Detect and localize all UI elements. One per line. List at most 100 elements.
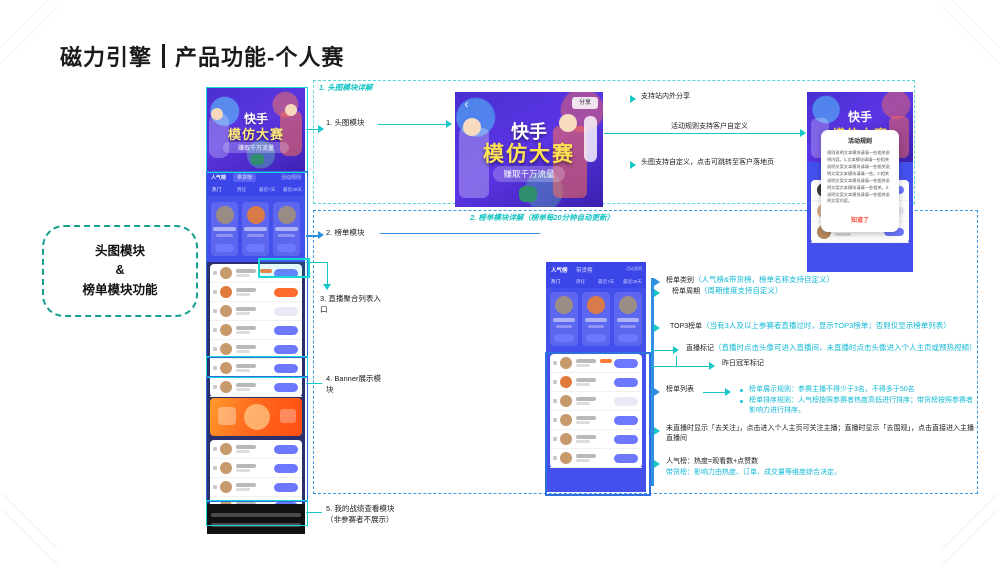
- table-row[interactable]: [210, 440, 302, 459]
- follow-button[interactable]: [554, 334, 574, 342]
- avatar[interactable]: [220, 381, 232, 393]
- phone4-subtab-0[interactable]: 热门: [551, 279, 561, 284]
- avatar[interactable]: [277, 206, 296, 224]
- phone4-top3-card[interactable]: [582, 292, 610, 346]
- avatar[interactable]: [560, 433, 572, 445]
- phone4-tab-rule[interactable]: 活动规则: [626, 265, 642, 271]
- table-row[interactable]: [550, 411, 642, 430]
- phone4-subtab-3[interactable]: 最近30天: [623, 279, 642, 284]
- avatar[interactable]: [220, 324, 232, 336]
- heat-rule-line1: 人气榜：热度=观看数+点赞数: [666, 458, 759, 465]
- follow-button[interactable]: [614, 378, 638, 387]
- follow-button[interactable]: [274, 445, 298, 454]
- phone1-subtabs[interactable]: 热门 周任 最近7天 最近30天: [207, 184, 305, 196]
- follow-button[interactable]: [277, 244, 296, 252]
- avatar[interactable]: [215, 206, 234, 224]
- table-row[interactable]: [550, 354, 642, 373]
- phone1-subtab-0[interactable]: 热门: [212, 187, 222, 192]
- follow-button[interactable]: [586, 334, 606, 342]
- avatar[interactable]: [220, 481, 232, 493]
- avatar[interactable]: [220, 462, 232, 474]
- phone1-banner-ad[interactable]: [210, 398, 302, 436]
- avatar[interactable]: [220, 362, 232, 374]
- phone1-subtab-1[interactable]: 周任: [237, 187, 247, 192]
- phone4-rank-tabs[interactable]: 人气榜 带货榜 活动规则: [546, 262, 646, 276]
- avatar[interactable]: [560, 395, 572, 407]
- phone2-banner-line3: 赚取千万流量: [493, 166, 565, 182]
- table-row[interactable]: [210, 283, 302, 302]
- rank-number: [553, 437, 557, 441]
- avatar[interactable]: [587, 296, 605, 314]
- follow-button[interactable]: [614, 397, 638, 406]
- user-score: [236, 331, 250, 334]
- connector-3-v: [327, 262, 328, 286]
- phone1-top3-card[interactable]: [211, 202, 238, 256]
- avatar[interactable]: [220, 267, 232, 279]
- phone4-tab-popularity[interactable]: 人气榜: [551, 267, 568, 274]
- avatar[interactable]: [555, 296, 573, 314]
- phone4-tab-goods[interactable]: 带货榜: [576, 267, 593, 274]
- avatar[interactable]: [220, 286, 232, 298]
- avatar[interactable]: [220, 343, 232, 355]
- avatar[interactable]: [560, 357, 572, 369]
- follow-button[interactable]: [884, 228, 904, 236]
- phone1-top3-card[interactable]: [273, 202, 300, 256]
- table-row[interactable]: [550, 449, 642, 468]
- table-row[interactable]: [210, 478, 302, 497]
- table-row[interactable]: [550, 430, 642, 449]
- follow-button[interactable]: [274, 464, 298, 473]
- follow-button[interactable]: [618, 334, 638, 342]
- follow-button[interactable]: [215, 244, 234, 252]
- follow-button[interactable]: [274, 269, 298, 278]
- phone1-top3-card[interactable]: [242, 202, 269, 256]
- phone1-tab-goods[interactable]: 带货榜: [233, 173, 257, 182]
- side-rule-entry[interactable]: [584, 116, 597, 162]
- follow-button[interactable]: [614, 454, 638, 463]
- phone1-subtab-2[interactable]: 最近7天: [259, 187, 276, 192]
- follow-button[interactable]: [274, 345, 298, 354]
- follow-button[interactable]: [274, 307, 298, 316]
- table-row[interactable]: [210, 321, 302, 340]
- phone1-hero-banner[interactable]: 快手 模仿大赛 赚取千万流量: [207, 88, 305, 171]
- table-row[interactable]: [550, 392, 642, 411]
- avatar[interactable]: [220, 305, 232, 317]
- follow-button[interactable]: [274, 326, 298, 335]
- phone1-tab-popularity[interactable]: 人气榜: [211, 175, 227, 181]
- table-row[interactable]: [210, 459, 302, 478]
- follow-button[interactable]: [274, 364, 298, 373]
- phone1-subtab-3[interactable]: 最近30天: [283, 187, 302, 192]
- avatar[interactable]: [246, 206, 265, 224]
- user-name: [576, 397, 596, 401]
- avatar[interactable]: [560, 376, 572, 388]
- follow-button[interactable]: [274, 288, 298, 297]
- phone1-rank-tabs[interactable]: 人气榜 带货榜 活动规则: [207, 171, 305, 184]
- follow-button[interactable]: [246, 244, 265, 252]
- avatar[interactable]: [619, 296, 637, 314]
- connector-1-section-arrow: [446, 120, 452, 128]
- follow-button[interactable]: [614, 359, 638, 368]
- avatar[interactable]: [560, 452, 572, 464]
- follow-button[interactable]: [274, 483, 298, 492]
- user-name: [236, 445, 256, 449]
- callout-2: 2. 榜单模块: [326, 228, 365, 237]
- phone4-subtabs[interactable]: 热门 周任 最近7天 最近30天: [546, 276, 646, 288]
- phone4-subtab-1[interactable]: 周任: [576, 279, 586, 284]
- share-button[interactable]: 分享: [572, 97, 598, 109]
- table-row[interactable]: [210, 302, 302, 321]
- avatar[interactable]: [220, 443, 232, 455]
- phone4-subtab-2[interactable]: 最近7天: [598, 279, 615, 284]
- modal-ok-button[interactable]: 知道了: [850, 218, 869, 224]
- follow-button[interactable]: [274, 383, 298, 392]
- back-icon[interactable]: ‹: [464, 97, 469, 111]
- name-placeholder: [213, 227, 236, 231]
- table-row[interactable]: [550, 373, 642, 392]
- phone4-top3-card[interactable]: [550, 292, 578, 346]
- phone4-top3-card[interactable]: [614, 292, 642, 346]
- avatar[interactable]: [560, 414, 572, 426]
- phone1-tab-rule[interactable]: 活动规则: [280, 175, 301, 181]
- follow-button[interactable]: [614, 416, 638, 425]
- table-row[interactable]: [210, 340, 302, 359]
- table-row[interactable]: [210, 378, 302, 397]
- follow-button[interactable]: [614, 435, 638, 444]
- table-row[interactable]: [210, 264, 302, 283]
